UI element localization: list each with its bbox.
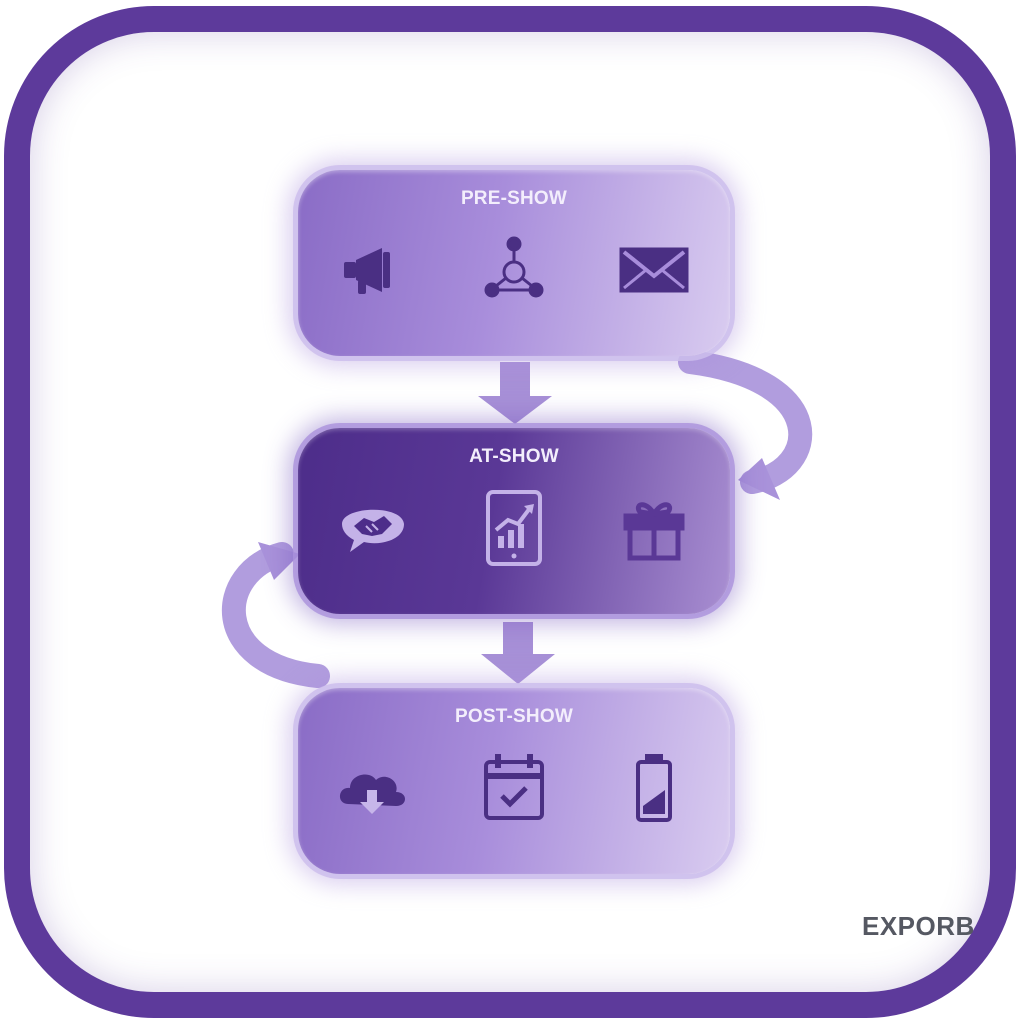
stage-card-post-show: POST-SHOW xyxy=(298,688,730,874)
down-arrow-at-to-post xyxy=(481,622,555,684)
curved-arrow-right xyxy=(678,350,813,500)
gift-icon xyxy=(616,490,692,566)
brand-logo: EXPORB xyxy=(862,911,975,941)
stage-label-post-show: POST-SHOW xyxy=(455,706,573,727)
calendar-check-icon xyxy=(476,750,552,826)
stage-label-at-show: AT-SHOW xyxy=(469,446,559,467)
stage-label-pre-show: PRE-SHOW xyxy=(460,188,568,209)
megaphone-icon xyxy=(334,232,410,308)
down-arrow-pre-to-at xyxy=(478,362,552,424)
cloud-download-icon xyxy=(334,750,410,826)
stage-card-at-show: AT-SHOW xyxy=(298,428,730,614)
tablet-chart-icon xyxy=(476,490,552,566)
network-icon xyxy=(476,232,552,308)
handshake-chat-icon xyxy=(334,490,410,566)
curved-arrow-left xyxy=(221,542,330,688)
battery-icon xyxy=(616,750,692,826)
envelope-icon xyxy=(616,232,692,308)
stage-card-pre-show: PRE-SHOW xyxy=(298,170,730,356)
